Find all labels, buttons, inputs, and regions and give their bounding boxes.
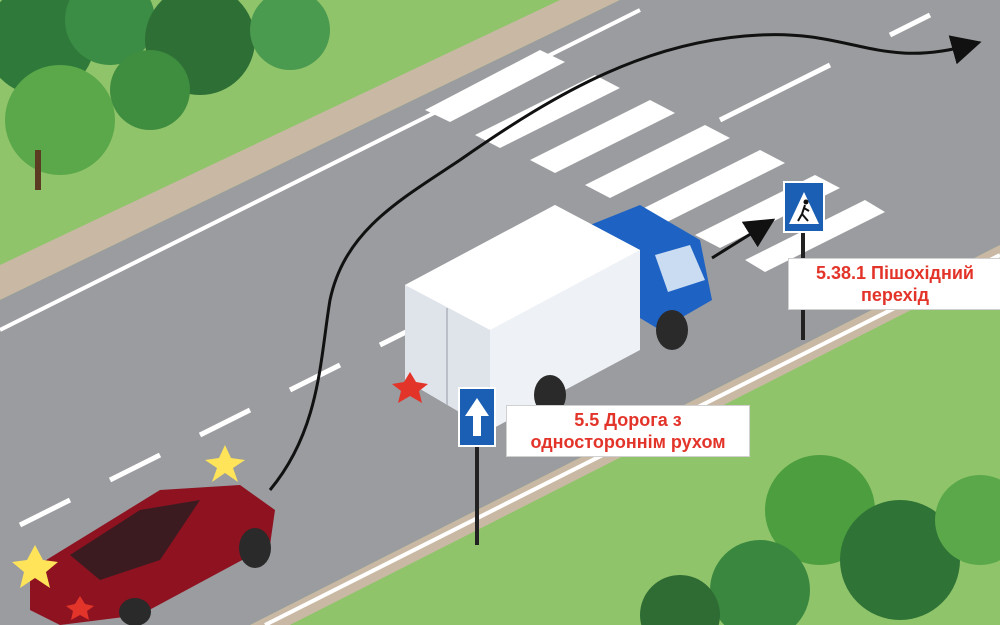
arrow-up-icon (465, 398, 489, 436)
truck-direction-arrow (711, 218, 776, 260)
one-way-sign-caption-line2: одностороннім рухом (530, 432, 726, 452)
flash-burst-icon (66, 372, 428, 620)
pedestrian-icon (797, 199, 810, 222)
flash-burst-icon (12, 445, 245, 588)
one-way-sign (458, 387, 496, 545)
crossing-sign-caption-line1: 5.38.1 Пішохідний (816, 263, 974, 283)
crossing-sign-caption: 5.38.1 Пішохідний перехід (788, 258, 1000, 310)
one-way-sign-caption-line1: 5.5 Дорога з (574, 410, 682, 430)
crossing-sign-caption-line2: перехід (860, 285, 930, 305)
trees-upper-left (0, 0, 330, 190)
delivery-truck (405, 205, 712, 430)
one-way-sign-caption: 5.5 Дорога з одностороннім рухом (506, 405, 750, 457)
trees-lower-right (640, 455, 1000, 625)
maneuver-path (268, 33, 982, 491)
red-car (30, 485, 275, 625)
